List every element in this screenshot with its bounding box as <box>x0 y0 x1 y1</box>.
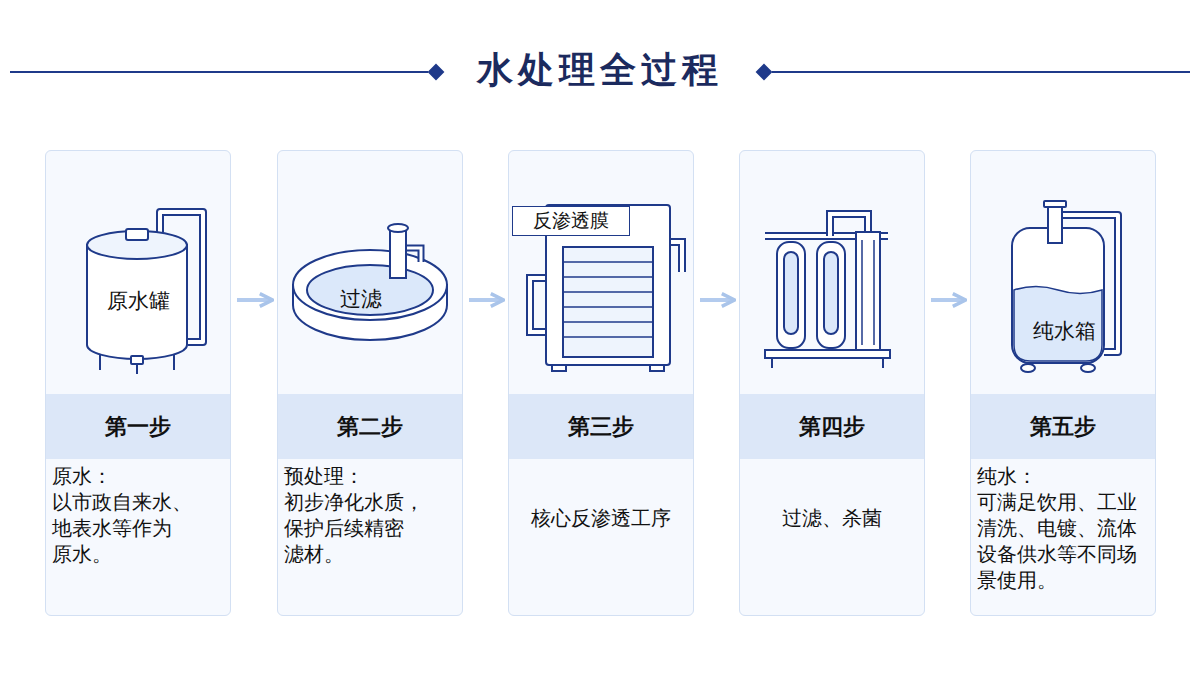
step-number: 第二步 <box>337 412 403 442</box>
cartridge-filters-part <box>784 252 798 334</box>
step-card: 纯水：可满足饮用、工业 清洗、电镀、流体 设备供水等不同场 景使用。 纯水箱第五步 <box>970 150 1156 616</box>
step-card: 核心反渗透工序 反渗透膜第三步 <box>508 150 694 616</box>
membrane-header: 反渗透膜 <box>512 206 630 236</box>
title-line <box>10 71 428 73</box>
page-title: 水处理全过程 <box>0 46 1200 95</box>
step-band: 第四步 <box>740 394 924 459</box>
step-heading: 纯水： <box>977 463 1149 489</box>
membrane-slats-part <box>563 261 653 263</box>
equipment-name: 原水罐 <box>107 289 170 312</box>
ro-machine-part <box>552 365 566 371</box>
filter-basin-part <box>390 228 406 278</box>
ro-machine <box>530 205 682 371</box>
ro-machine-part <box>563 247 653 357</box>
membrane-name: 反渗透膜 <box>533 208 609 234</box>
step-card: 过滤、杀菌第四步 <box>739 150 925 616</box>
step-number: 第四步 <box>799 412 865 442</box>
title-diamond <box>429 65 443 79</box>
card-ground <box>45 150 1156 616</box>
description-block: 纯水：可满足饮用、工业 清洗、电镀、流体 设备供水等不同场 景使用。 <box>971 463 1155 593</box>
step-description: 可满足饮用、工业 清洗、电镀、流体 设备供水等不同场 景使用。 <box>977 489 1149 593</box>
pure-water-tank-part <box>1081 364 1095 372</box>
cartridge-filters-part <box>765 350 890 358</box>
pure-water-tank-part <box>1044 201 1066 207</box>
membrane-slats <box>563 262 653 337</box>
raw-water-tank-part <box>126 229 148 240</box>
ro-machine-part <box>670 242 682 272</box>
description-block: 预处理：初步净化水质， 保护后续精密 滤材。 <box>278 463 462 567</box>
step-band: 第五步 <box>971 394 1155 459</box>
description-block: 过滤、杀菌 <box>740 505 924 531</box>
equipment-name: 纯水箱 <box>1033 319 1096 342</box>
card-ground-part <box>45 150 231 616</box>
raw-water-tank-part <box>87 245 187 359</box>
step-band: 第二步 <box>278 394 462 459</box>
ro-machine-part <box>650 365 664 371</box>
step-card: 原水：以市政自来水、 地表水等作为 原水。 原水罐第一步 <box>45 150 231 616</box>
description-block: 原水：以市政自来水、 地表水等作为 原水。 <box>46 463 230 567</box>
step-description: 核心反渗透工序 <box>515 505 687 531</box>
step-description: 初步净化水质， 保护后续精密 滤材。 <box>284 489 456 567</box>
filter-basin-part <box>406 248 421 262</box>
step-number: 第一步 <box>105 412 171 442</box>
pure-water-tank-part <box>1014 287 1102 362</box>
step-heading: 预处理： <box>284 463 456 489</box>
equipment-label: 过滤 <box>336 283 386 315</box>
ro-machine-part <box>530 278 546 332</box>
flow-arrow <box>237 298 271 302</box>
step-description: 以市政自来水、 地表水等作为 原水。 <box>52 489 224 567</box>
cartridge-filters <box>765 214 890 368</box>
cartridge-filters-part <box>861 240 863 345</box>
cartridge-filters-part <box>873 240 875 345</box>
membrane-slats-part <box>563 276 653 278</box>
ro-machine-part <box>530 278 546 332</box>
equipment-name: 过滤 <box>340 287 382 310</box>
step-number: 第五步 <box>1030 412 1096 442</box>
equipment-label: 原水罐 <box>103 285 174 317</box>
title-line <box>772 71 1190 73</box>
cartridge-filters-part <box>882 358 884 368</box>
title-diamond <box>757 65 771 79</box>
cartridge-filters-part <box>771 358 773 368</box>
pure-water-tank-part <box>1048 203 1062 243</box>
membrane-slats-part <box>563 321 653 323</box>
pure-water-tank-part <box>1012 228 1104 363</box>
description-block: 核心反渗透工序 <box>509 505 693 531</box>
equipment-label: 纯水箱 <box>1029 315 1100 347</box>
filter-basin-part <box>388 224 408 232</box>
cartridge-filters-part <box>777 242 805 348</box>
membrane-slats-part <box>563 291 653 293</box>
step-heading: 原水： <box>52 463 224 489</box>
cartridge-filters-part <box>817 242 845 348</box>
raw-water-tank <box>87 212 203 374</box>
membrane-slats-part <box>563 306 653 308</box>
step-card: 预处理：初步净化水质， 保护后续精密 滤材。 过滤第二步 <box>277 150 463 616</box>
pure-water-tank <box>1012 201 1118 372</box>
card-ground-part <box>277 150 463 616</box>
cartridge-filters-part <box>856 232 880 352</box>
step-band: 第三步 <box>509 394 693 459</box>
flow-arrow <box>700 298 733 302</box>
step-band: 第一步 <box>46 394 230 459</box>
pure-water-tank-part <box>1021 364 1035 372</box>
card-ground-part <box>508 150 694 616</box>
flow-arrow <box>931 298 964 302</box>
step-number: 第三步 <box>568 412 634 442</box>
ro-machine-part <box>670 242 682 272</box>
step-description: 过滤、杀菌 <box>746 505 918 531</box>
filter-basin <box>293 224 447 340</box>
membrane-slats-part <box>563 336 653 338</box>
card-ground-part <box>970 150 1156 616</box>
cartridge-filters-part <box>824 252 838 334</box>
raw-water-tank-part <box>131 356 143 364</box>
filter-basin-part <box>307 265 433 315</box>
card-ground-part <box>739 150 925 616</box>
filter-basin-part <box>406 248 421 262</box>
flow-arrow <box>469 298 502 302</box>
